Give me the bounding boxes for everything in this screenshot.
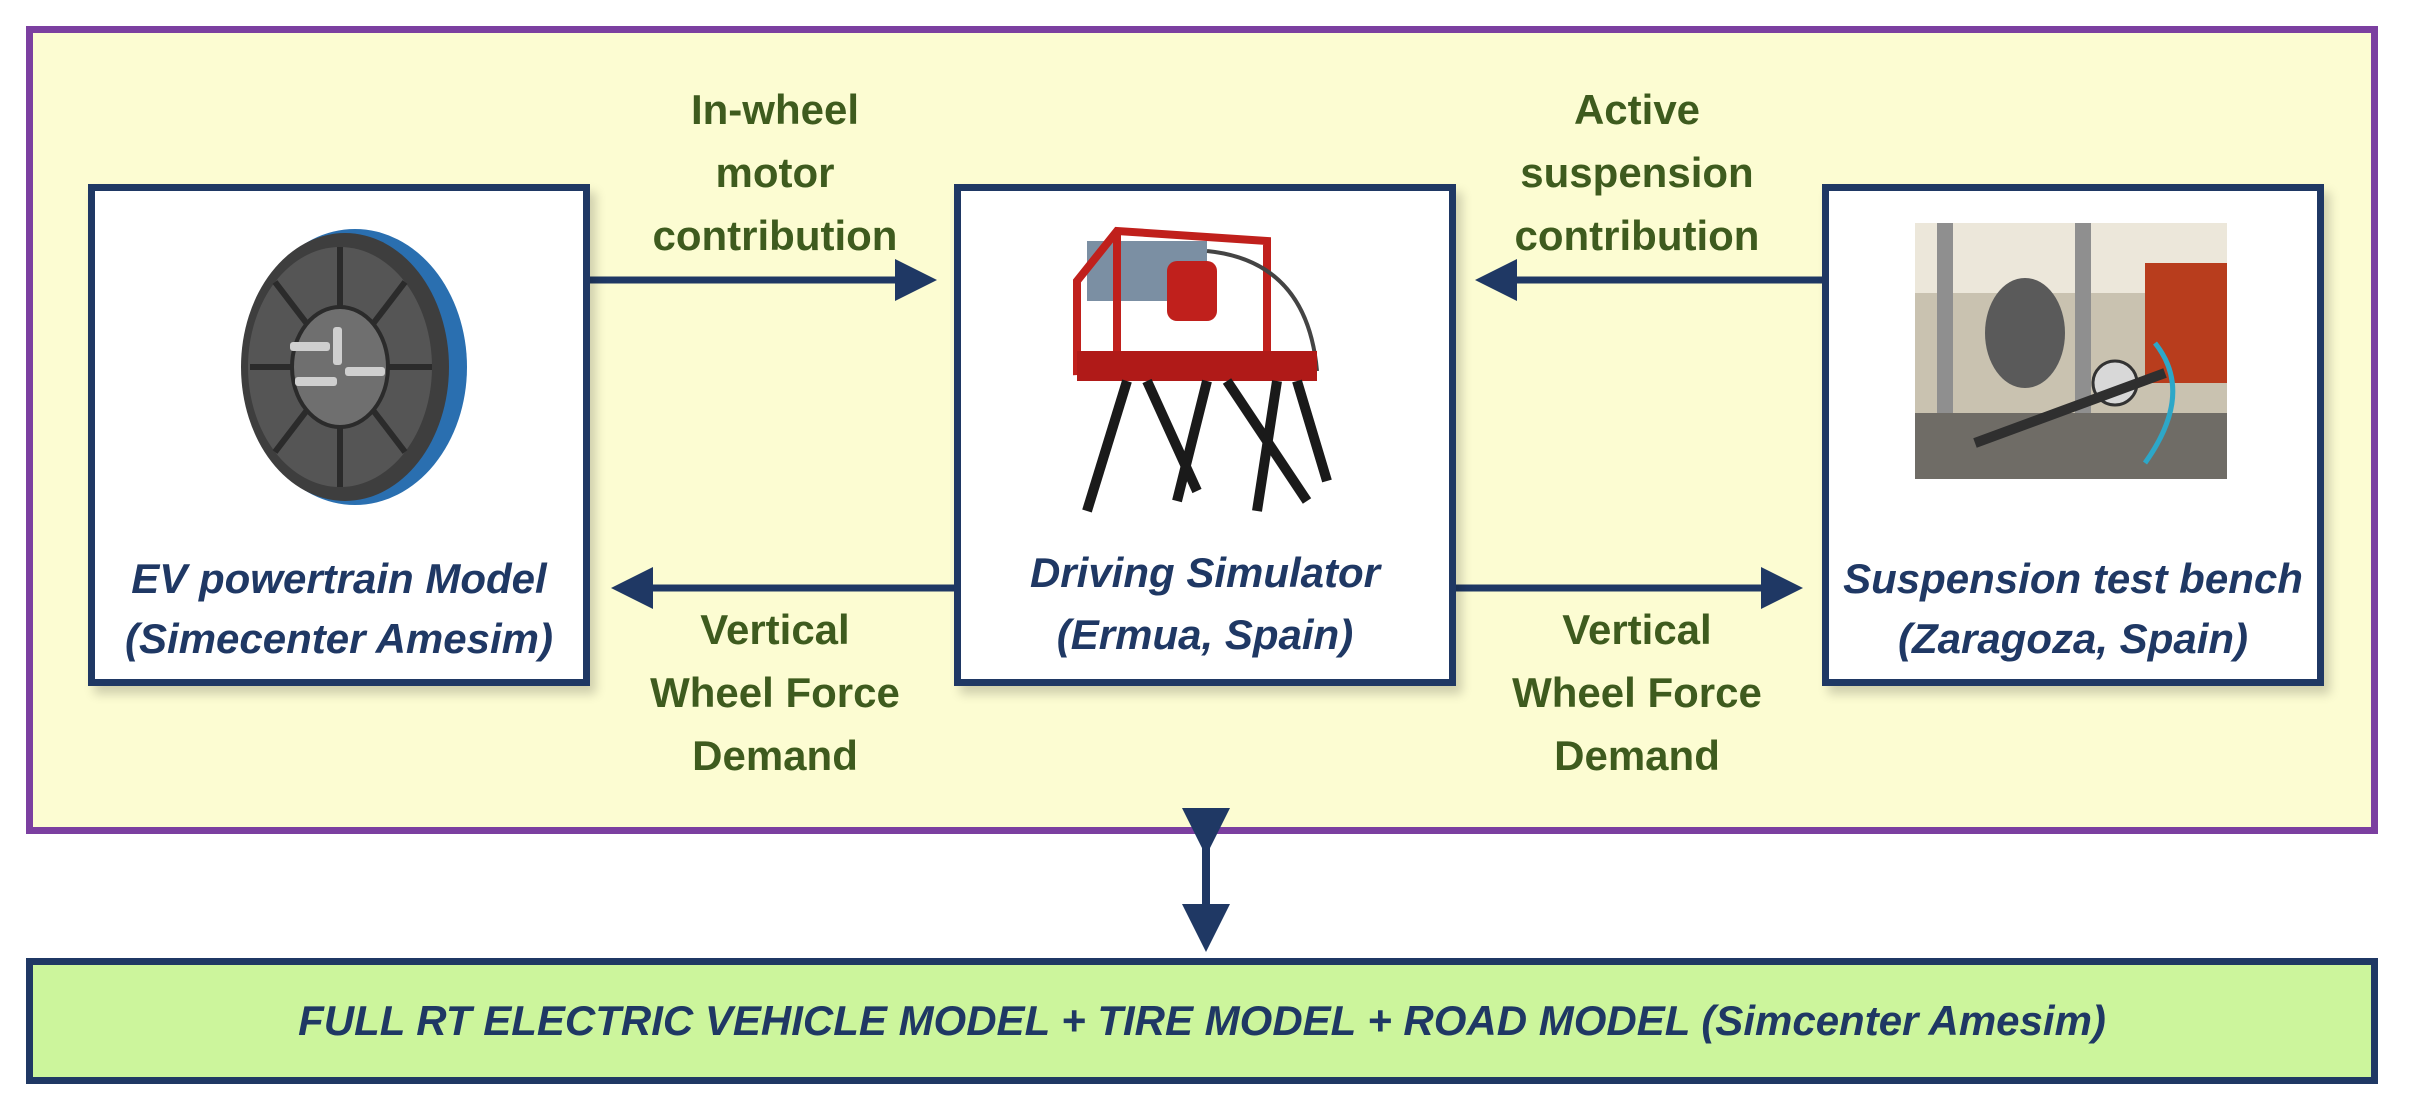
flow-label-line: Wheel Force (650, 669, 900, 716)
full-vehicle-model-label: FULL RT ELECTRIC VEHICLE MODEL + TIRE MO… (298, 997, 2106, 1044)
flow-label-line: Vertical (700, 606, 850, 653)
suspension-test-bench-icon (1915, 223, 2227, 479)
flow-label-line: contribution (1514, 212, 1760, 259)
suspension-test-bench-caption-2: (Zaragoza, Spain) (1897, 615, 2249, 662)
flow-label-line: Vertical (1562, 606, 1712, 653)
driving-simulator-caption-2: (Ermua, Spain) (1056, 611, 1354, 658)
flow-label-line: Demand (692, 732, 858, 779)
ev-powertrain-caption-1: EV powertrain Model (131, 555, 547, 602)
in-wheel-motor-icon (241, 229, 467, 505)
driving-simulator-box: Driving Simulator (Ermua, Spain) (954, 184, 1456, 686)
ev-powertrain-box: EV powertrain Model (Simecenter Amesim) (88, 184, 590, 686)
flow-label-motor-contribution: In-wheel motor contribution (620, 78, 930, 267)
flow-label-line: Wheel Force (1512, 669, 1762, 716)
flow-label-line: In-wheel (690, 86, 860, 133)
flow-label-force-demand-left: Vertical Wheel Force Demand (620, 598, 930, 787)
flow-label-force-demand-right: Vertical Wheel Force Demand (1482, 598, 1792, 787)
driving-simulator-caption-1: Driving Simulator (1029, 549, 1381, 596)
driving-simulator-icon (1073, 226, 1332, 513)
flow-label-line: Active (1573, 86, 1701, 133)
flow-label-line: motor (715, 149, 835, 196)
flow-label-line: suspension (1520, 149, 1754, 196)
suspension-test-bench-caption-1: Suspension test bench (1843, 555, 2303, 602)
suspension-test-bench-box: Suspension test bench (Zaragoza, Spain) (1822, 184, 2324, 686)
ev-powertrain-caption-2: (Simecenter Amesim) (125, 615, 553, 662)
full-vehicle-model-box: FULL RT ELECTRIC VEHICLE MODEL + TIRE MO… (26, 958, 2378, 1084)
flow-label-line: contribution (652, 212, 898, 259)
flow-label-suspension-contribution: Active suspension contribution (1482, 78, 1792, 267)
flow-label-line: Demand (1554, 732, 1720, 779)
